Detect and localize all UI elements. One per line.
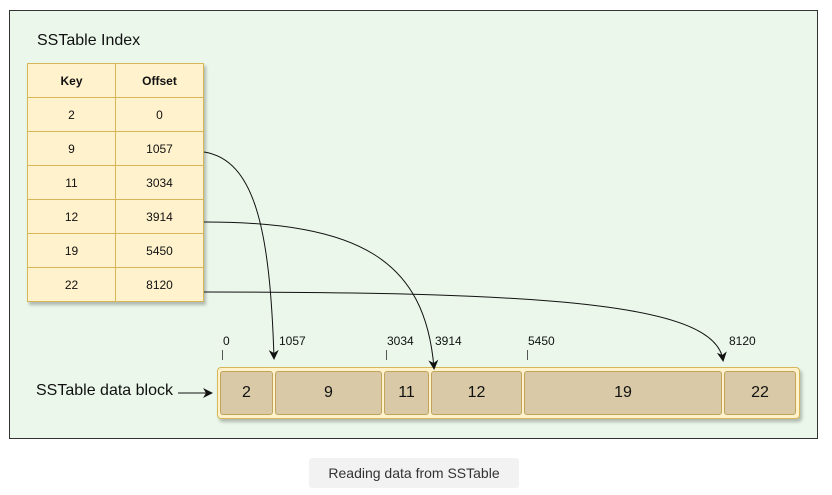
offset-label-1057: 1057	[279, 334, 306, 348]
data-segment-11: 11	[384, 371, 429, 415]
data-segment-2: 2	[220, 371, 273, 415]
index-table: Key Offset 2 0 9 1057 11 3034 12 3914 19…	[27, 63, 204, 302]
cell-offset: 0	[115, 97, 204, 132]
header-offset: Offset	[115, 63, 204, 98]
cell-key: 19	[27, 233, 116, 268]
cell-key: 2	[27, 97, 116, 132]
cell-offset: 1057	[115, 131, 204, 166]
table-row: 19 5450	[27, 233, 204, 268]
cell-offset: 3914	[115, 199, 204, 234]
offset-label-5450: 5450	[528, 334, 555, 348]
offset-label-0: 0	[223, 334, 230, 348]
cell-key: 11	[27, 165, 116, 200]
cell-key: 9	[27, 131, 116, 166]
arrow-9-to-1057	[203, 151, 279, 360]
cell-offset: 8120	[115, 267, 204, 302]
data-segment-22: 22	[724, 371, 796, 415]
data-block-label: SSTable data block	[36, 382, 173, 399]
data-segment-12: 12	[431, 371, 522, 415]
index-title: SSTable Index	[37, 32, 141, 49]
cell-offset: 5450	[115, 233, 204, 268]
offset-label-8120: 8120	[729, 334, 756, 348]
data-segment-9: 9	[275, 371, 382, 415]
data-segment-19: 19	[524, 371, 722, 415]
arrow-12-to-3914	[203, 221, 439, 370]
cell-key: 12	[27, 199, 116, 234]
offset-ticks	[222, 350, 528, 360]
offset-label-3914: 3914	[435, 334, 462, 348]
figure-caption: Reading data from SSTable	[309, 458, 519, 488]
table-row: 2 0	[27, 97, 204, 132]
header-key: Key	[27, 63, 116, 98]
arrow-22-to-8120	[203, 291, 727, 362]
cell-key: 22	[27, 267, 116, 302]
table-row: 22 8120	[27, 267, 204, 302]
table-row: 11 3034	[27, 165, 204, 200]
table-row: 12 3914	[27, 199, 204, 234]
table-header-row: Key Offset	[27, 63, 204, 98]
cell-offset: 3034	[115, 165, 204, 200]
offset-label-3034: 3034	[387, 334, 414, 348]
table-row: 9 1057	[27, 131, 204, 166]
